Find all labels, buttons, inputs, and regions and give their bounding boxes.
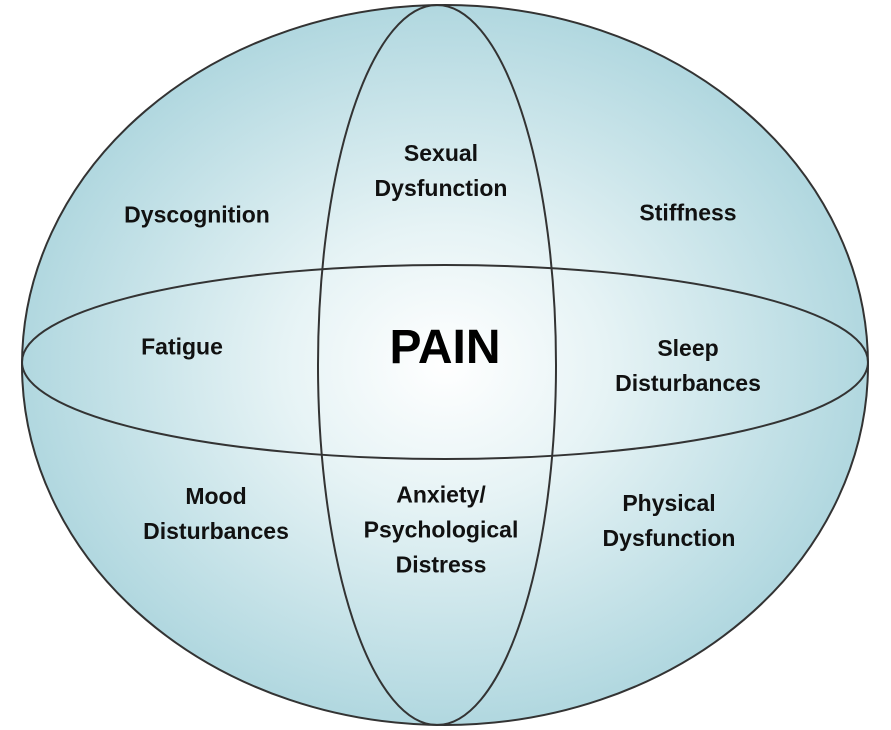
label-line: Anxiety/ (396, 481, 486, 508)
label-line: Disturbances (143, 518, 289, 544)
label-text: Fatigue (141, 333, 223, 360)
label-text: Dyscognition (124, 201, 270, 228)
label-dyscognition: Dyscognition (124, 198, 270, 233)
vertical-ellipse (317, 4, 557, 726)
label-line: Physical (622, 490, 716, 516)
label-line: Sleep (657, 335, 719, 361)
label-pain: PAIN (389, 323, 500, 373)
label-text: Stiffness (639, 199, 737, 226)
label-line: Mood (185, 483, 247, 509)
label-text: PAIN (389, 321, 501, 374)
label-line: Psychological (363, 516, 519, 543)
label-stiffness: Stiffness (639, 196, 736, 231)
label-line: Distress (395, 551, 487, 578)
label-line: Dysfunction (374, 175, 508, 201)
horizontal-ellipse (21, 264, 869, 460)
label-line: Disturbances (615, 370, 761, 396)
label-line: Dysfunction (602, 525, 736, 551)
label-fatigue: Fatigue (141, 330, 223, 365)
label-line: Sexual (403, 140, 479, 166)
